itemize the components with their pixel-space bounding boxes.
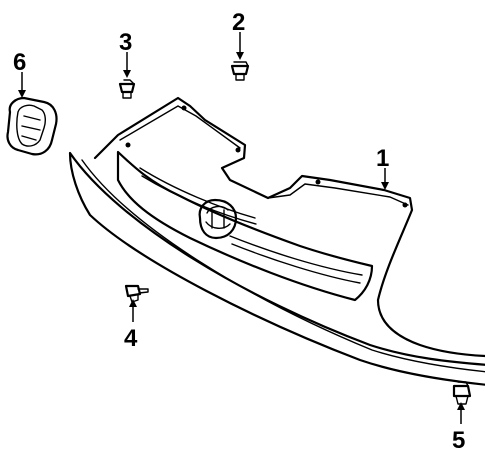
callout-6: 6 bbox=[13, 49, 26, 76]
screw-part-2 bbox=[230, 61, 250, 81]
mount-hole bbox=[235, 147, 241, 153]
mount-hole bbox=[181, 105, 187, 111]
callout-1: 1 bbox=[376, 145, 389, 172]
mount-hole bbox=[315, 179, 321, 185]
callout-2: 2 bbox=[232, 9, 245, 36]
mount-hole bbox=[125, 142, 131, 148]
mount-hole bbox=[402, 202, 408, 208]
leader-lines bbox=[18, 32, 465, 424]
grille-panel bbox=[68, 96, 485, 386]
badge-part-6 bbox=[6, 96, 58, 156]
clip-part-3 bbox=[118, 79, 136, 99]
grille-emblem bbox=[198, 198, 238, 240]
grille-bar-lower bbox=[229, 235, 363, 276]
grille-top-flange bbox=[119, 105, 241, 149]
grille-bar-upper-2 bbox=[141, 175, 257, 225]
grille-bar-lower-2 bbox=[231, 243, 361, 284]
callout-4: 4 bbox=[124, 325, 138, 352]
clip-part-4 bbox=[124, 284, 149, 303]
grille-upper-outline bbox=[93, 96, 485, 358]
callout-3: 3 bbox=[119, 29, 132, 56]
grille-bar-upper bbox=[139, 167, 256, 219]
callout-5: 5 bbox=[452, 427, 465, 454]
grille-lip-inner-edge bbox=[81, 159, 485, 373]
clip-part-5 bbox=[452, 381, 472, 405]
grille-right-flange bbox=[267, 183, 409, 206]
